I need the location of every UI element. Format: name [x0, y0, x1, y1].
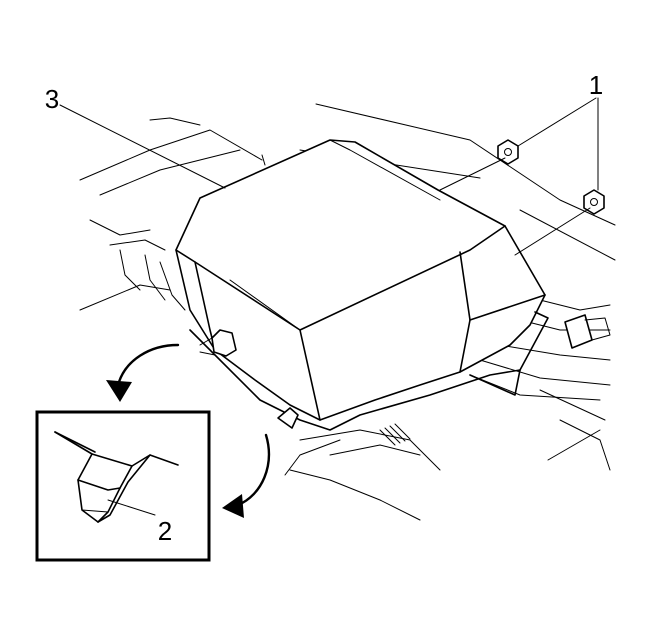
callout-1: 1 — [589, 70, 603, 100]
clip-detail-drawing — [54, 431, 179, 523]
curved-arrow-icon — [222, 433, 271, 518]
fastener-nuts — [497, 139, 605, 215]
nut-icon — [497, 139, 519, 165]
clip-detail-inset — [35, 410, 211, 562]
leader-lines — [59, 97, 599, 256]
background-structure — [79, 103, 616, 521]
curved-arrow-icon — [106, 343, 180, 402]
nut-icon — [583, 189, 605, 215]
removal-arrows — [106, 343, 271, 518]
fuse-box-cover — [175, 139, 549, 431]
callout-2: 2 — [158, 516, 172, 546]
callout-3: 3 — [45, 84, 59, 114]
